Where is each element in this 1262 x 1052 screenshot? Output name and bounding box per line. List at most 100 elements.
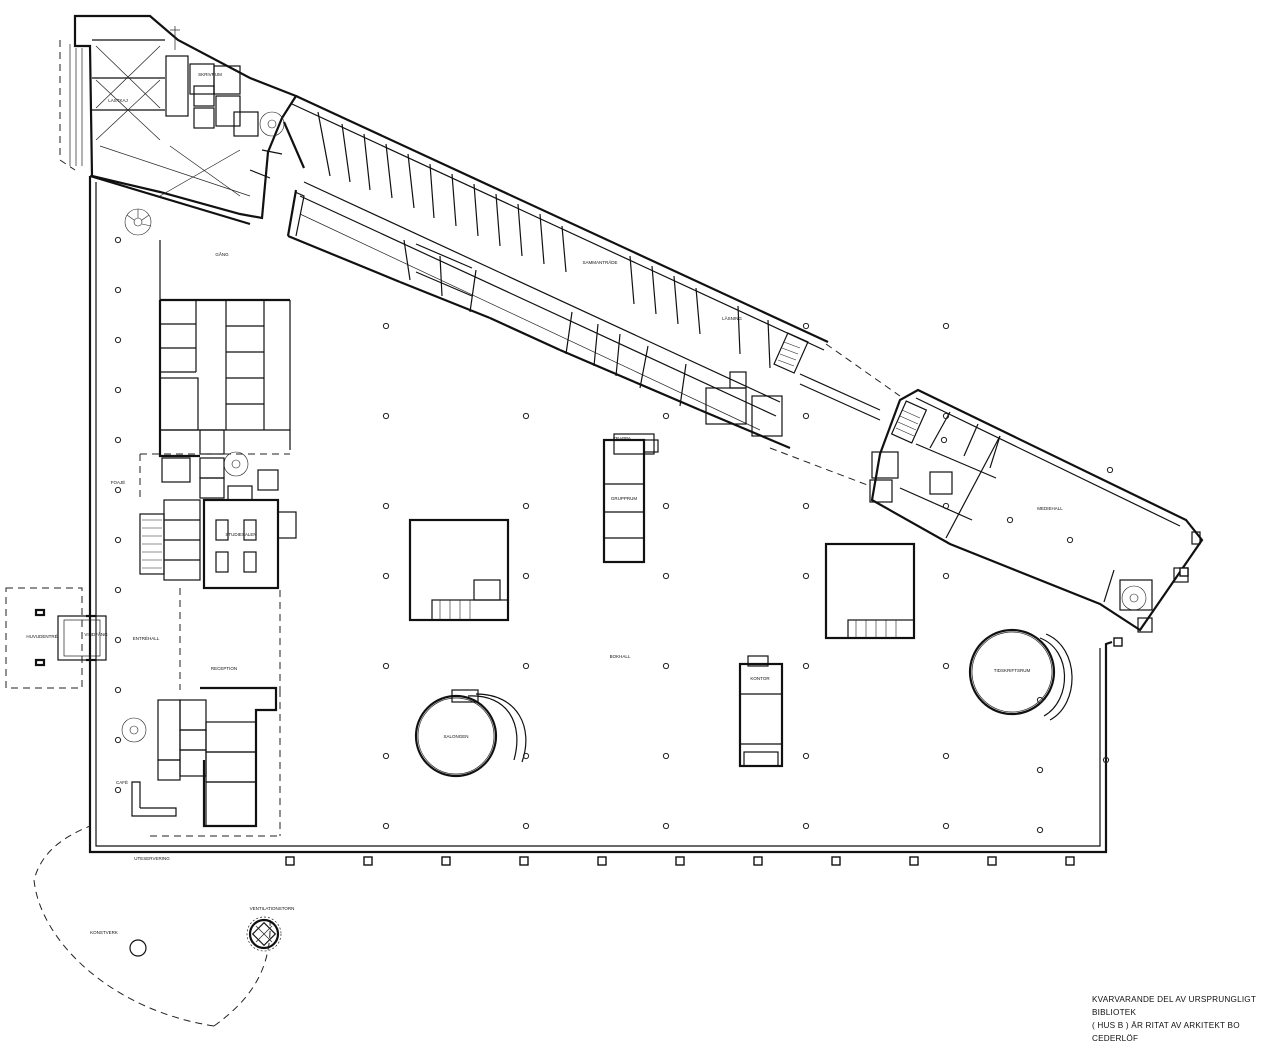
column (382, 502, 390, 510)
label-uteservering: UTESERVERING (134, 856, 170, 861)
label-cafe: CAFÉ (116, 779, 128, 785)
column (942, 412, 950, 420)
tidskriftsrum-block (408, 518, 510, 622)
label-studiesalen: STUDIESALEN (225, 532, 256, 537)
salongen-round (414, 689, 527, 778)
column (522, 412, 530, 420)
note-line-2: ( HUS B ) ÄR RITAT AV ARKITEKT BO CEDERL… (1092, 1021, 1240, 1043)
column (1036, 766, 1044, 774)
tidskrift-round (968, 628, 1073, 721)
column (522, 752, 530, 760)
label-konstverk: KONSTVERK (90, 930, 118, 935)
label-skrivrum: SKRIVRUM (198, 72, 222, 77)
column (662, 412, 670, 420)
note-line-1: KVARVARANDE DEL AV URSPRUNGLIGT BIBLIOTE… (1092, 995, 1256, 1017)
bridge (769, 343, 901, 487)
label-trappa: TRAPPA (613, 436, 631, 441)
label-lasning: LÄSNING (722, 315, 742, 321)
service-block (59, 14, 298, 220)
column (1036, 696, 1044, 704)
facade-piers (285, 567, 1189, 866)
column (1066, 536, 1074, 544)
main-entrance (5, 587, 107, 689)
reception-block (121, 686, 281, 837)
exterior (33, 825, 282, 1027)
column (1036, 826, 1044, 834)
label-grupprum: GRUPPRUM (611, 496, 638, 501)
label-entrehall: ENTRÉHALL (133, 635, 160, 641)
column (114, 286, 122, 294)
column (662, 822, 670, 830)
column (382, 822, 390, 830)
column (382, 662, 390, 670)
label-mediehall: MEDIEHALL (1037, 506, 1063, 511)
column (114, 336, 122, 344)
label-tidskriftsrum: TIDSKRIFTSRUM (994, 668, 1031, 673)
column (802, 752, 810, 760)
column (114, 636, 122, 644)
column (802, 412, 810, 420)
columns (114, 236, 1114, 834)
column (522, 572, 530, 580)
column (802, 572, 810, 580)
label-foaje: FOAJÉ (111, 479, 126, 485)
column (802, 502, 810, 510)
column (114, 236, 122, 244)
left-offices (139, 298, 291, 501)
mediehall-block (824, 542, 916, 640)
column (114, 486, 122, 494)
column (382, 412, 390, 420)
column (662, 502, 670, 510)
label-huvudentre: HUVUDENTRÉ (26, 633, 57, 639)
column (942, 752, 950, 760)
column (1102, 756, 1110, 764)
column (940, 436, 948, 444)
column (114, 686, 122, 694)
column (522, 822, 530, 830)
label-ventilationstorn: VENTILATIONSTORN (250, 906, 295, 911)
right-wing (869, 388, 1204, 633)
column (1106, 466, 1114, 474)
column (382, 572, 390, 580)
label-reception: RECEPTION (211, 666, 237, 671)
column (382, 752, 390, 760)
grupprum-block (602, 433, 659, 564)
architect-note: KVARVARANDE DEL AV URSPRUNGLIGT BIBLIOTE… (1092, 993, 1262, 1045)
main-hall-outline (88, 174, 1113, 854)
column (522, 502, 530, 510)
column (662, 572, 670, 580)
label-salongen: SALONGEN (443, 734, 468, 739)
label-bokhall: BOKHALL (610, 654, 631, 659)
label-lastkaj: LASTKAJ (108, 98, 128, 103)
column (802, 322, 810, 330)
column (1006, 516, 1014, 524)
column (942, 502, 950, 510)
column (942, 662, 950, 670)
column (662, 662, 670, 670)
column (114, 786, 122, 794)
column (942, 822, 950, 830)
studiesalen-block (139, 498, 297, 690)
column (114, 386, 122, 394)
column (114, 536, 122, 544)
label-gang: GÅNG (215, 251, 229, 257)
label-vindfang: VINDFÅNG (84, 631, 108, 637)
column (522, 662, 530, 670)
column (114, 586, 122, 594)
room-labels: HUVUDENTRÉ VINDFÅNG ENTRÉHALL BOKHALL SA… (26, 72, 1063, 935)
column (802, 822, 810, 830)
label-sammantrade: SAMMANTRÄDE (582, 259, 617, 265)
column (942, 322, 950, 330)
column (662, 752, 670, 760)
column (114, 736, 122, 744)
column (382, 322, 390, 330)
diagonal-wing (282, 95, 829, 450)
kontor-block (738, 655, 784, 768)
column (802, 662, 810, 670)
spiral-stair-topleft (124, 208, 152, 236)
column (114, 436, 122, 444)
column (942, 572, 950, 580)
office-cells (317, 111, 771, 407)
label-kontor: KONTOR (750, 676, 770, 681)
